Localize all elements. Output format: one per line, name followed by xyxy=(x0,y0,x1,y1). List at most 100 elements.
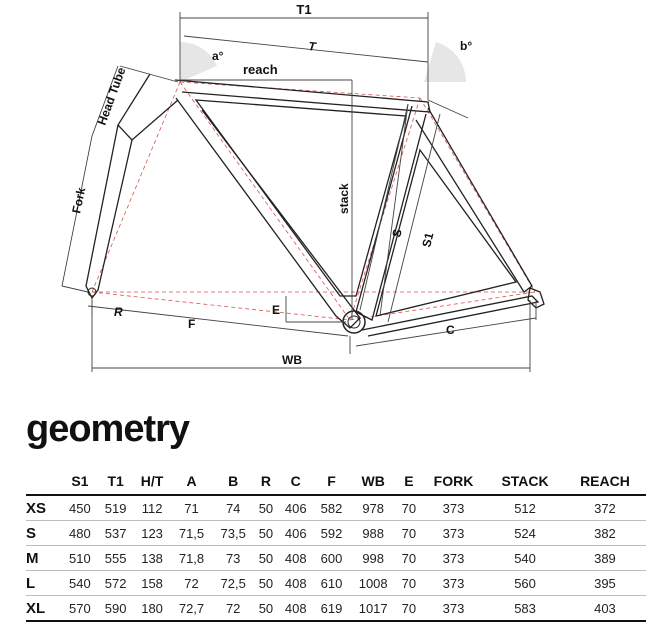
column-header: STACK xyxy=(486,468,564,496)
label-f: F xyxy=(188,317,195,331)
size-label: XS xyxy=(26,495,62,521)
table-row: S 480 537 123 71,5 73,5 50 406 592 988 7… xyxy=(26,520,646,546)
table-cell: 988 xyxy=(349,520,397,546)
table-cell: 395 xyxy=(563,570,646,596)
table-cell: 570 xyxy=(62,595,98,622)
column-header: R xyxy=(254,468,278,496)
table-cell: 373 xyxy=(420,595,487,622)
bottom-bracket xyxy=(342,310,366,334)
table-cell: 540 xyxy=(486,545,564,571)
table-row: L 540 572 158 72 72,5 50 408 610 1008 70… xyxy=(26,570,646,596)
head-angle-wedge xyxy=(180,41,217,82)
table-cell: 372 xyxy=(563,495,646,521)
table-cell: 70 xyxy=(397,570,421,596)
column-header: FORK xyxy=(420,468,487,496)
table-cell: 70 xyxy=(397,520,421,546)
table-cell: 50 xyxy=(254,545,278,571)
table-cell: 480 xyxy=(62,520,98,546)
dimension-lines xyxy=(61,12,537,372)
table-cell: 373 xyxy=(420,520,487,546)
table-cell: 1017 xyxy=(349,595,397,622)
column-header: E xyxy=(397,468,421,496)
table-cell: 590 xyxy=(97,595,134,622)
table-cell: 512 xyxy=(486,495,564,521)
table-cell: 70 xyxy=(397,495,421,521)
label-b-angle: b° xyxy=(460,39,472,53)
label-e: E xyxy=(272,303,280,317)
table-cell: 537 xyxy=(97,520,134,546)
table-cell: 524 xyxy=(486,520,564,546)
table-cell: 560 xyxy=(486,570,564,596)
label-t: T xyxy=(308,39,318,54)
table-cell: 180 xyxy=(133,595,171,622)
table-cell: 600 xyxy=(313,545,350,571)
column-header: F xyxy=(313,468,350,496)
table-cell: 50 xyxy=(254,520,278,546)
frame-outline xyxy=(85,73,545,337)
table-cell: 382 xyxy=(563,520,646,546)
table-cell: 73,5 xyxy=(212,520,255,546)
label-fork: Fork xyxy=(69,186,88,215)
table-cell: 450 xyxy=(62,495,98,521)
column-header: WB xyxy=(349,468,397,496)
table-cell: 406 xyxy=(277,520,314,546)
label-stack: stack xyxy=(337,183,351,214)
table-cell: 50 xyxy=(254,570,278,596)
table-cell: 592 xyxy=(313,520,350,546)
table-cell: 389 xyxy=(563,545,646,571)
table-cell: 50 xyxy=(254,495,278,521)
table-cell: 408 xyxy=(277,595,314,622)
table-cell: 978 xyxy=(349,495,397,521)
table-cell: 373 xyxy=(420,495,487,521)
column-header: C xyxy=(277,468,314,496)
table-cell: 73 xyxy=(212,545,255,571)
table-cell: 408 xyxy=(277,570,314,596)
table-cell: 403 xyxy=(563,595,646,622)
geometry-heading: geometry xyxy=(26,408,190,450)
table-row: XS 450 519 112 71 74 50 406 582 978 70 3… xyxy=(26,495,646,521)
bottom-bracket-inner xyxy=(347,315,361,329)
table-cell: 582 xyxy=(313,495,350,521)
table-row: M 510 555 138 71,8 73 50 408 600 998 70 … xyxy=(26,545,646,571)
seat-angle-wedge xyxy=(424,42,466,82)
table-cell: 510 xyxy=(62,545,98,571)
table-cell: 572 xyxy=(97,570,134,596)
label-r: R xyxy=(114,305,123,319)
table-cell: 112 xyxy=(133,495,171,521)
label-wb: WB xyxy=(282,353,302,367)
table-cell: 373 xyxy=(420,570,487,596)
table-cell: 72 xyxy=(170,570,213,596)
table-cell: 158 xyxy=(133,570,171,596)
label-head-tube: Head Tube xyxy=(95,65,129,127)
column-header: A xyxy=(170,468,213,496)
label-a-angle: a° xyxy=(212,49,224,63)
size-column-header xyxy=(26,468,62,496)
column-header: H/T xyxy=(133,468,171,496)
table-cell: 540 xyxy=(62,570,98,596)
table-cell: 610 xyxy=(313,570,350,596)
table-cell: 555 xyxy=(97,545,134,571)
table-cell: 70 xyxy=(397,595,421,622)
table-cell: 123 xyxy=(133,520,171,546)
label-t1: T1 xyxy=(296,2,311,17)
table-cell: 72 xyxy=(212,595,255,622)
table-cell: 74 xyxy=(212,495,255,521)
label-c: C xyxy=(446,323,455,337)
size-label: XL xyxy=(26,595,62,622)
column-header: S1 xyxy=(62,468,98,496)
size-label: M xyxy=(26,545,62,571)
frame-geometry-diagram: T1 T a° b° reach Head Tube Fork stack S … xyxy=(61,2,545,372)
table-cell: 138 xyxy=(133,545,171,571)
geometry-table: S1 T1 H/T A B R C F WB E FORK STACK REAC… xyxy=(26,468,646,622)
column-header: REACH xyxy=(563,468,646,496)
table-header-row: S1 T1 H/T A B R C F WB E FORK STACK REAC… xyxy=(26,468,646,496)
label-s: S xyxy=(389,228,405,239)
table-cell: 71 xyxy=(170,495,213,521)
label-s1: S1 xyxy=(419,231,436,249)
table-cell: 71,8 xyxy=(170,545,213,571)
size-label: S xyxy=(26,520,62,546)
table-cell: 998 xyxy=(349,545,397,571)
table-cell: 1008 xyxy=(349,570,397,596)
table-cell: 70 xyxy=(397,545,421,571)
table-cell: 71,5 xyxy=(170,520,213,546)
